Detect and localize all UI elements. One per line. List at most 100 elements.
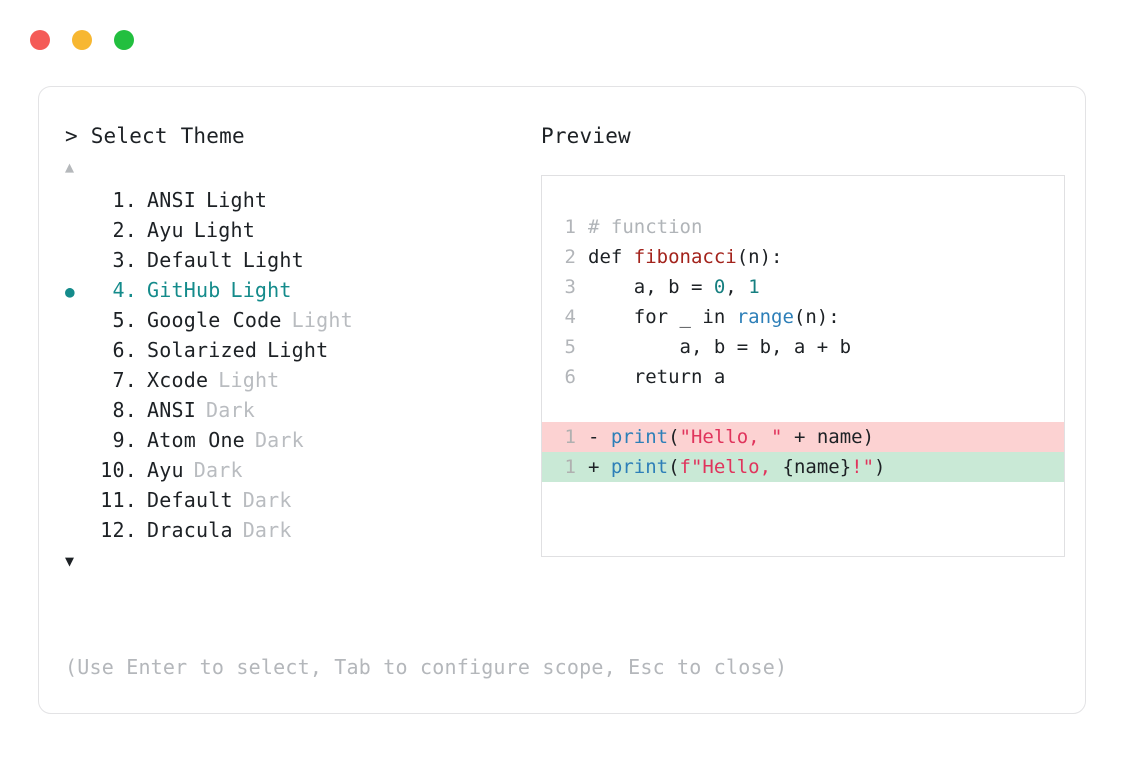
code-line-content: # function bbox=[588, 212, 702, 242]
theme-item-label: Atom One bbox=[147, 428, 245, 452]
code-line-content: - print("Hello, " + name) bbox=[588, 422, 878, 452]
code-token: for _ in bbox=[588, 306, 737, 328]
code-line-content: + print(f"Hello, {name}!") bbox=[588, 452, 889, 482]
code-token: a, b = b, a + b bbox=[588, 336, 852, 358]
line-number: 2 bbox=[564, 246, 576, 268]
code-token: a, b = bbox=[588, 276, 714, 298]
line-number: 6 bbox=[564, 366, 576, 388]
theme-item-variant: Light bbox=[193, 218, 255, 242]
keyboard-hint: (Use Enter to select, Tab to configure s… bbox=[65, 655, 788, 679]
code-spacer bbox=[542, 392, 1064, 422]
theme-item-variant: Dark bbox=[242, 488, 292, 512]
theme-list-item[interactable]: 5. Google Code Light bbox=[65, 305, 535, 335]
code-line-content: a, b = 0, 1 bbox=[588, 272, 760, 302]
theme-list-item[interactable]: 12. Dracula Dark bbox=[65, 515, 535, 545]
code-line: 6 return a bbox=[542, 362, 1064, 392]
line-number: 1 bbox=[564, 426, 576, 448]
diff-sign: - bbox=[588, 426, 611, 448]
code-token: 0 bbox=[713, 276, 726, 298]
theme-item-label: Google Code bbox=[147, 308, 282, 332]
theme-item-variant: Dark bbox=[254, 428, 304, 452]
code-token: print bbox=[610, 456, 669, 478]
scroll-down-indicator-icon[interactable]: ▼ bbox=[65, 552, 75, 570]
code-token: ( bbox=[668, 426, 680, 448]
diff-removed-line: 1- print("Hello, " + name) bbox=[542, 422, 1064, 452]
theme-item-number: 10. bbox=[100, 458, 137, 482]
code-token: + name) bbox=[782, 426, 875, 448]
code-token: print bbox=[610, 426, 669, 448]
theme-item-number: 2. bbox=[112, 218, 137, 242]
theme-item-number: 6. bbox=[112, 338, 137, 362]
theme-list-item[interactable]: 9. Atom One Dark bbox=[65, 425, 535, 455]
theme-item-label: Xcode bbox=[147, 368, 209, 392]
code-token: f"Hello, bbox=[679, 456, 783, 478]
theme-item-number: 8. bbox=[112, 398, 137, 422]
code-token: # function bbox=[588, 216, 703, 238]
code-token: ( bbox=[668, 456, 680, 478]
theme-item-label: ANSI bbox=[147, 398, 196, 422]
maximize-dot[interactable] bbox=[114, 30, 134, 50]
code-line: 1 # function bbox=[542, 212, 1064, 242]
scroll-up-indicator-icon[interactable]: ▲ bbox=[65, 158, 75, 176]
code-line-content: a, b = b, a + b bbox=[588, 332, 852, 362]
theme-item-number: 3. bbox=[112, 248, 137, 272]
theme-item-number: 1. bbox=[112, 188, 137, 212]
theme-item-number: 9. bbox=[112, 428, 137, 452]
code-token: def bbox=[588, 246, 634, 268]
theme-list-item[interactable]: 8. ANSI Dark bbox=[65, 395, 535, 425]
theme-item-number: 7. bbox=[112, 368, 137, 392]
theme-item-variant: Dark bbox=[205, 398, 255, 422]
code-token: "Hello, " bbox=[679, 426, 783, 448]
theme-item-label: Ayu bbox=[147, 458, 184, 482]
close-dot[interactable] bbox=[30, 30, 50, 50]
diff-block: 1- print("Hello, " + name)1+ print(f"Hel… bbox=[542, 422, 1064, 482]
code-token: !" bbox=[851, 456, 875, 478]
code-line: 2 def fibonacci(n): bbox=[542, 242, 1064, 272]
code-token: return a bbox=[588, 366, 726, 388]
theme-item-variant: Light bbox=[242, 248, 304, 272]
code-token: ) bbox=[874, 456, 886, 478]
theme-item-label: Solarized bbox=[147, 338, 258, 362]
code-line: 4 for _ in range(n): bbox=[542, 302, 1064, 332]
theme-item-label: ANSI bbox=[147, 188, 196, 212]
preview-heading: Preview bbox=[541, 124, 631, 148]
minimize-dot[interactable] bbox=[72, 30, 92, 50]
theme-item-label: Ayu bbox=[147, 218, 184, 242]
theme-list-item[interactable]: 2. Ayu Light bbox=[65, 215, 535, 245]
code-token: (n): bbox=[793, 306, 840, 328]
theme-item-label: Dracula bbox=[147, 518, 233, 542]
line-number: 5 bbox=[564, 336, 576, 358]
theme-item-number: 4. bbox=[112, 278, 137, 302]
theme-item-label: Default bbox=[147, 248, 233, 272]
code-token: (n): bbox=[736, 246, 783, 268]
theme-item-variant: Light bbox=[291, 308, 353, 332]
select-theme-heading: > Select Theme bbox=[65, 121, 535, 151]
selected-bullet-icon: ● bbox=[65, 282, 75, 301]
theme-item-label: Default bbox=[147, 488, 233, 512]
code-line: 5 a, b = b, a + b bbox=[542, 332, 1064, 362]
theme-item-variant: Dark bbox=[242, 518, 292, 542]
theme-list-item[interactable]: 6. Solarized Light bbox=[65, 335, 535, 365]
theme-item-number: 5. bbox=[112, 308, 137, 332]
code-line-content: return a bbox=[588, 362, 726, 392]
line-number: 3 bbox=[564, 276, 576, 298]
line-number: 1 bbox=[564, 216, 576, 238]
theme-item-variant: Light bbox=[267, 338, 329, 362]
code-line-content: def fibonacci(n): bbox=[588, 242, 782, 272]
code-token: range bbox=[736, 306, 794, 328]
code-token: fibonacci bbox=[633, 246, 737, 268]
select-theme-label: Select Theme bbox=[90, 124, 245, 148]
theme-item-number: 12. bbox=[100, 518, 137, 542]
theme-list-item[interactable]: 3. Default Light bbox=[65, 245, 535, 275]
